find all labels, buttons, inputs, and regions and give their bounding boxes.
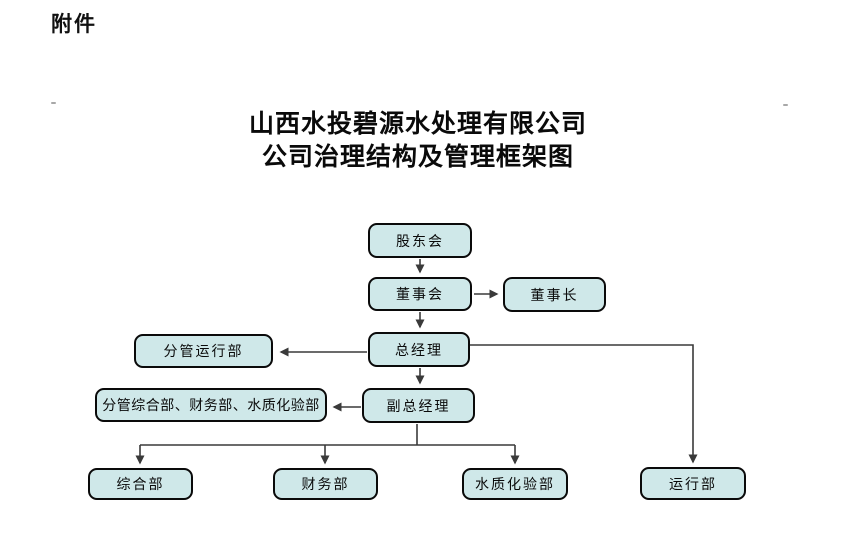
node-board: 董事会 <box>368 277 472 311</box>
attachment-label: 附件 <box>51 13 97 36</box>
stray-mark-right <box>783 104 788 106</box>
node-general-manager: 总经理 <box>368 332 470 367</box>
node-deputy-general-manager: 副总经理 <box>362 388 475 423</box>
node-chairman: 董事长 <box>503 277 606 312</box>
node-shareholders: 股东会 <box>368 223 472 258</box>
node-depts-oversight: 分管综合部、财务部、水质化验部 <box>95 388 327 422</box>
node-general-dept: 综合部 <box>88 468 193 500</box>
connector-gm-operations <box>470 344 698 464</box>
title-line-1: 山西水投碧源水处理有限公司 <box>248 111 587 138</box>
node-finance-dept: 财务部 <box>273 468 378 500</box>
node-operations-dept: 运行部 <box>640 467 746 500</box>
node-ops-oversight: 分管运行部 <box>134 334 273 368</box>
node-water-quality-dept: 水质化验部 <box>462 468 568 500</box>
title-line-2: 公司治理结构及管理框架图 <box>261 144 574 171</box>
stray-mark-left <box>51 102 56 104</box>
diagram-title: 山西水投碧源水处理有限公司 公司治理结构及管理框架图 <box>0 108 836 174</box>
